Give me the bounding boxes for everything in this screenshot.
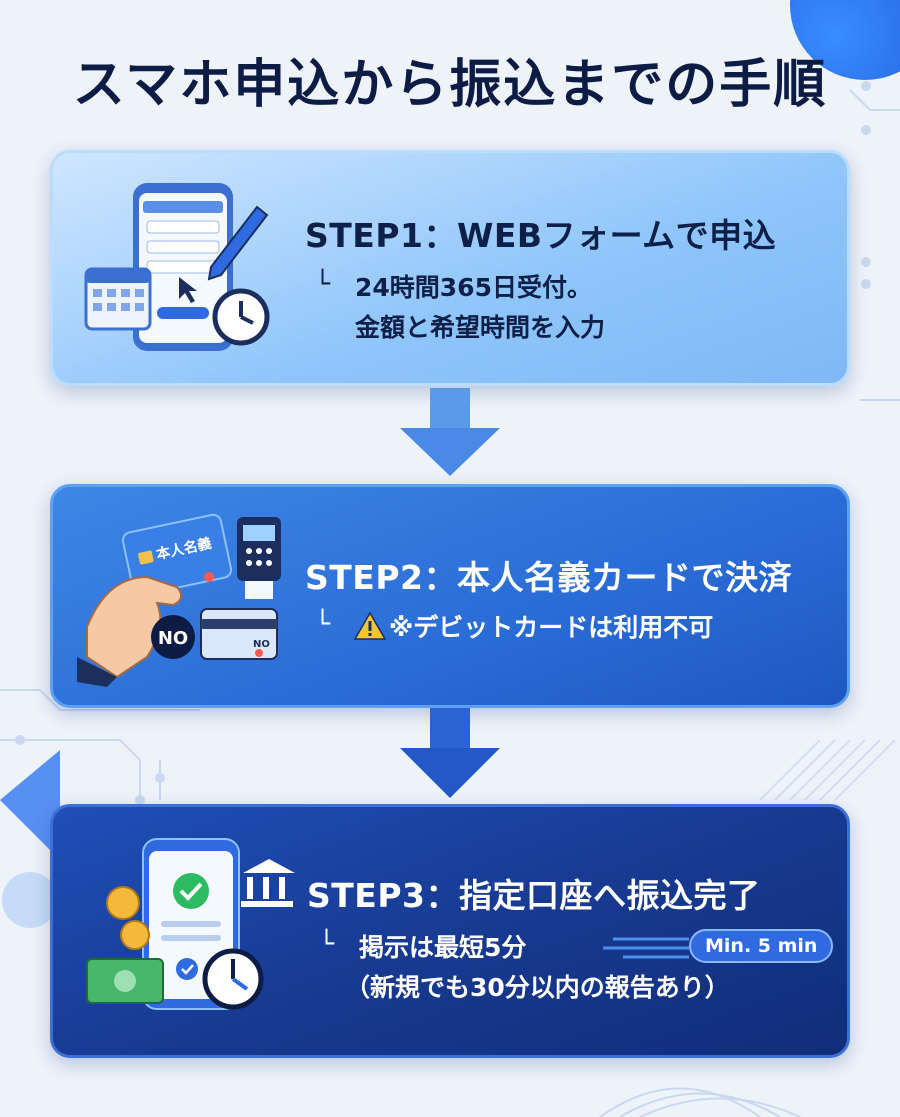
arrow-down-icon xyxy=(400,388,500,476)
step1-line1: 24時間365日受付。 xyxy=(355,273,592,302)
step3-line2: （新規でも30分以内の報告あり） xyxy=(345,973,730,1002)
step3-title: STEP3：指定口座へ振込完了 xyxy=(307,876,761,915)
no-label: NO xyxy=(158,628,188,649)
speed-lines xyxy=(603,937,689,959)
card-payment-illustration: 本人名義 NO NO xyxy=(77,513,281,687)
min-time-badge: Min. 5 min xyxy=(689,929,834,963)
step2-line1: ※デビットカードは利用不可 xyxy=(389,613,714,642)
arrow-down-icon xyxy=(400,708,500,798)
step1-line2: 金額と希望時間を入力 xyxy=(355,313,606,342)
step3-card: STEP3：指定口座へ振込完了 └ 掲示は最短5分 （新規でも30分以内の報告あ… xyxy=(50,804,850,1058)
phone-form-illustration xyxy=(84,183,270,351)
step3-line1: 掲示は最短5分 xyxy=(359,933,527,962)
step2-bullet: └ xyxy=(315,609,331,638)
step1-card: STEP1：WEBフォームで申込 └ 24時間365日受付。 金額と希望時間を入… xyxy=(50,150,850,386)
step2-card: 本人名義 NO NO STEP2：本人名義カードで決済 └ ※デビットカードは利… xyxy=(50,484,850,708)
warning-icon xyxy=(353,611,387,640)
step3-bullet: └ xyxy=(319,929,335,958)
step1-title: STEP1：WEBフォームで申込 xyxy=(305,216,777,255)
page-title: スマホ申込から振込までの手順 xyxy=(72,55,828,115)
card-no-label: NO xyxy=(253,639,270,650)
transfer-complete-illustration xyxy=(86,838,295,1010)
step1-bullet: └ xyxy=(315,269,331,298)
step2-title: STEP2：本人名義カードで決済 xyxy=(305,558,792,597)
